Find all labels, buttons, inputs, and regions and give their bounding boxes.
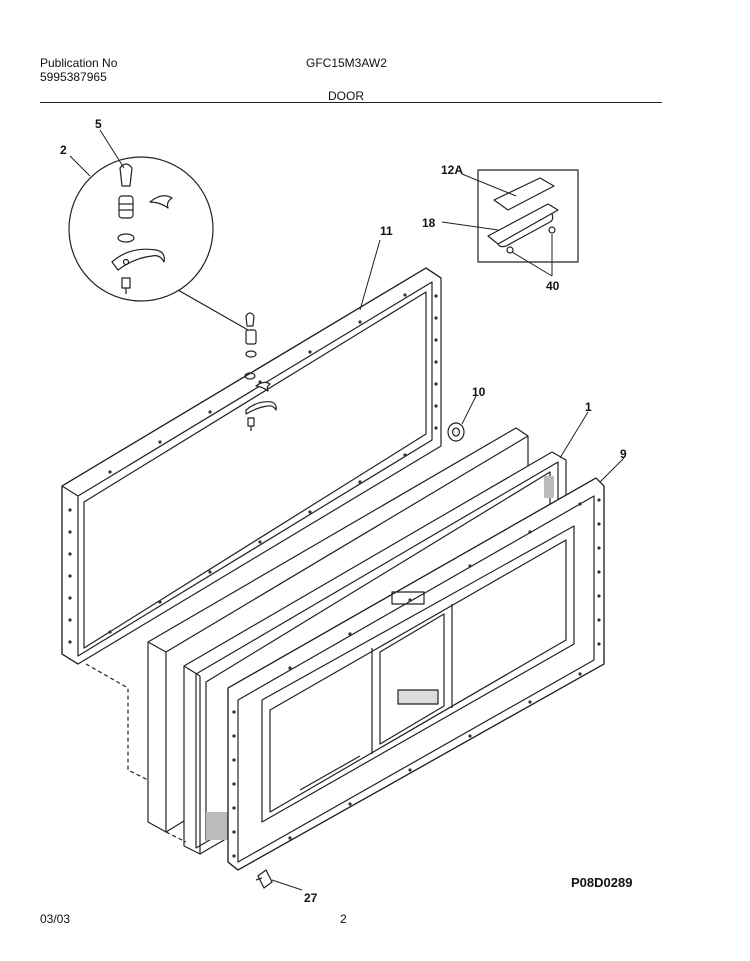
section-title: DOOR bbox=[328, 89, 364, 103]
callout-40: 40 bbox=[546, 279, 560, 293]
model-number: GFC15M3AW2 bbox=[306, 56, 387, 70]
leader-27 bbox=[271, 879, 303, 891]
door-bumper bbox=[447, 422, 465, 442]
callout-27: 27 bbox=[304, 891, 318, 905]
footer-date: 03/03 bbox=[40, 912, 71, 926]
leader-12a bbox=[461, 173, 517, 197]
callout-5: 5 bbox=[95, 117, 102, 131]
leader-2 bbox=[69, 155, 91, 177]
leader-5 bbox=[99, 129, 125, 169]
publication-label: Publication No bbox=[40, 56, 118, 70]
leader-10 bbox=[461, 395, 477, 425]
installed-hinge-parts bbox=[244, 312, 277, 431]
figure-code: P08D0289 bbox=[571, 875, 633, 890]
door-outer-panel bbox=[227, 477, 605, 871]
handle-detail-inset bbox=[477, 169, 579, 263]
callout-9: 9 bbox=[620, 447, 627, 461]
publication-number: 5995387965 bbox=[40, 70, 107, 84]
alignment-line-left bbox=[85, 663, 149, 781]
callout-2: 2 bbox=[60, 143, 67, 157]
hinge-detail-inset bbox=[68, 156, 214, 302]
alignment-line-bottom bbox=[165, 831, 187, 843]
callout-11: 11 bbox=[380, 224, 393, 238]
leader-40a bbox=[511, 251, 553, 277]
callout-1: 1 bbox=[585, 400, 592, 414]
inset-leader-line bbox=[177, 289, 249, 331]
door-gasket bbox=[61, 267, 442, 665]
callout-10: 10 bbox=[472, 385, 486, 399]
callout-12a: 12A bbox=[441, 163, 463, 177]
leader-1 bbox=[559, 411, 589, 459]
leader-18 bbox=[441, 221, 499, 231]
page-number: 2 bbox=[340, 912, 347, 926]
leader-9 bbox=[599, 457, 625, 483]
door-screw bbox=[255, 869, 273, 889]
callout-18: 18 bbox=[422, 216, 436, 230]
leader-11 bbox=[359, 239, 381, 311]
header-divider bbox=[40, 102, 662, 103]
